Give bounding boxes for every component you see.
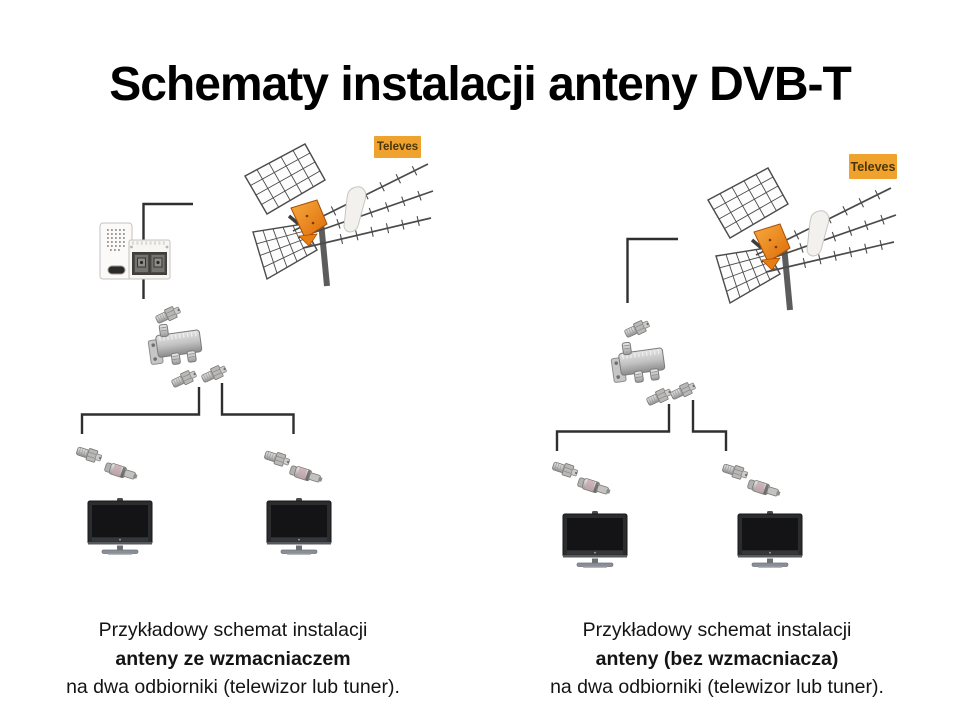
two-way-splitter xyxy=(608,337,667,387)
cable-antenna-to-splitter xyxy=(626,237,678,303)
caption-without-amplifier: Przykładowy schemat instalacji anteny (b… xyxy=(492,616,942,702)
coax-plug xyxy=(103,460,140,483)
f-connector xyxy=(720,461,750,482)
caption-line1: Przykładowy schemat instalacji xyxy=(98,619,368,641)
f-connector xyxy=(153,303,183,327)
televes-logo: Televes xyxy=(849,154,897,179)
tv xyxy=(87,497,153,556)
two-way-splitter xyxy=(145,319,204,369)
coax-plug xyxy=(288,463,325,486)
caption-line1: Przykładowy schemat instalacji xyxy=(582,619,852,641)
f-connector xyxy=(668,379,698,403)
f-connector xyxy=(199,362,229,386)
cable-splitter-to-tv1 xyxy=(80,387,201,434)
diagram-without-amplifier xyxy=(550,168,896,569)
caption-line2: anteny ze wzmacniaczem xyxy=(115,647,351,670)
coax-plug xyxy=(746,477,783,500)
diagram-with-amplifier xyxy=(74,144,433,556)
antenna-amplifier xyxy=(98,221,172,281)
uhf-antenna xyxy=(708,168,896,310)
caption-line2: anteny (bez wzmacniacza) xyxy=(595,647,839,670)
caption-line3: na dwa odbiorniki (telewizor lub tuner). xyxy=(66,676,400,698)
f-connector xyxy=(262,448,292,469)
cable-splitter-to-tv2 xyxy=(691,400,728,451)
tv xyxy=(266,497,332,556)
tv xyxy=(562,510,628,569)
cables-right xyxy=(555,237,728,451)
caption-with-amplifier: Przykładowy schemat instalacji anteny ze… xyxy=(8,616,458,702)
televes-logo: Televes xyxy=(374,136,421,158)
tv xyxy=(737,510,803,569)
coax-plug xyxy=(576,475,613,498)
page-title: Schematy instalacji anteny DVB-T xyxy=(109,58,852,111)
f-connector xyxy=(622,317,652,341)
caption-line3: na dwa odbiorniki (telewizor lub tuner). xyxy=(550,676,884,698)
cable-splitter-to-tv2 xyxy=(220,383,295,434)
f-connector xyxy=(74,444,104,465)
cable-splitter-to-tv1 xyxy=(555,404,671,451)
f-connector xyxy=(550,459,580,480)
f-connector xyxy=(169,367,199,391)
uhf-antenna xyxy=(245,144,433,286)
